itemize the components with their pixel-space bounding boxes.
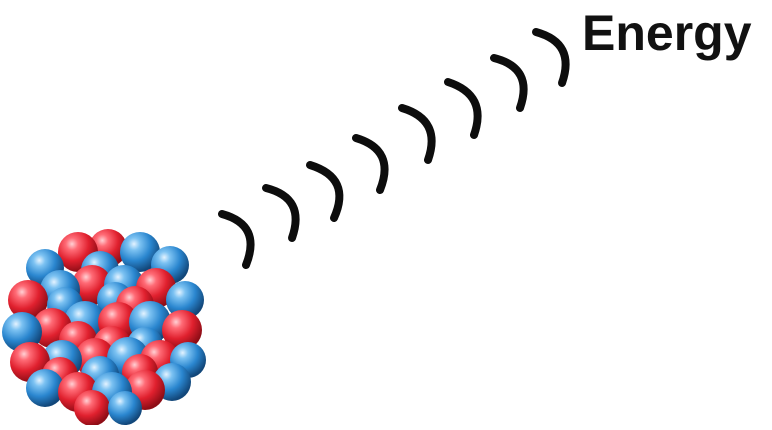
energy-wave-arc — [494, 58, 524, 108]
atomic-nucleus-icon — [2, 229, 206, 425]
energy-wave-arc — [402, 108, 432, 160]
neutron-sphere — [108, 391, 142, 425]
proton-sphere — [74, 390, 110, 425]
energy-wave-arc — [536, 32, 566, 83]
energy-wave-arc — [356, 138, 385, 190]
energy-wave-arc — [266, 188, 296, 238]
energy-wave-arc — [222, 214, 251, 265]
radiation-wave-icon — [222, 32, 566, 265]
energy-label: Energy — [582, 8, 752, 58]
energy-wave-arc — [448, 82, 478, 135]
energy-wave-arc — [310, 165, 339, 218]
neutron-sphere — [26, 369, 64, 407]
